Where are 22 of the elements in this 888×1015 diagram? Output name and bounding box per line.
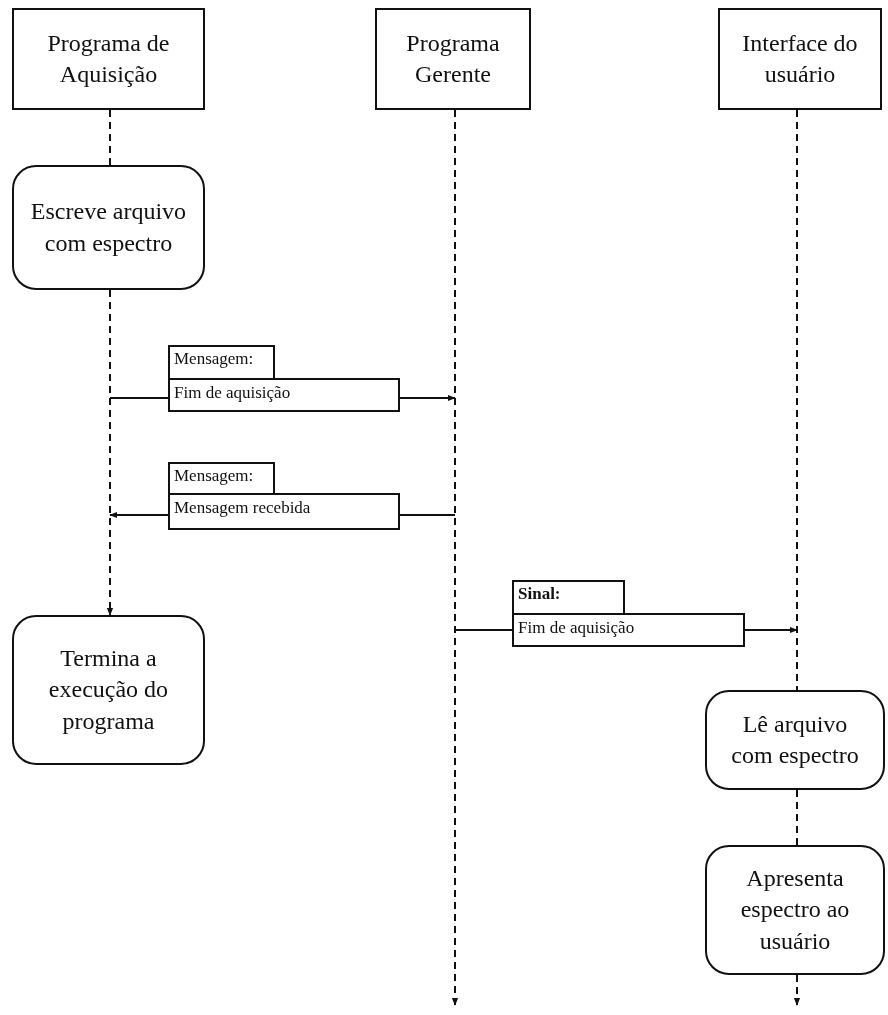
signal-body: Fim de aquisição (512, 613, 745, 647)
activity-box: Lê arquivo com espectro (705, 690, 885, 790)
lifeline (796, 789, 798, 846)
lifeline (109, 109, 111, 166)
lifeline-header-box: Programa de Aquisição (12, 8, 205, 110)
message-tab: Mensagem: (168, 462, 275, 493)
message-arrow (744, 626, 798, 634)
activity-box: Apresenta espectro ao usuário (705, 845, 885, 975)
lifeline-header-box: Interface do usuário (718, 8, 882, 110)
lifeline (451, 109, 459, 1006)
message-arrow (109, 511, 169, 519)
lifeline-header-box: Programa Gerente (375, 8, 531, 110)
lifeline (796, 109, 798, 691)
message-body: Fim de aquisição (168, 378, 400, 412)
message-body: Mensagem recebida (168, 493, 400, 530)
lifeline (106, 289, 114, 616)
message-arrow (399, 394, 456, 402)
activity-box: Termina a execução do programa (12, 615, 205, 765)
activity-box: Escreve arquivo com espectro (12, 165, 205, 290)
lifeline (793, 974, 801, 1006)
message-tab: Mensagem: (168, 345, 275, 378)
signal-tab: Sinal: (512, 580, 625, 613)
